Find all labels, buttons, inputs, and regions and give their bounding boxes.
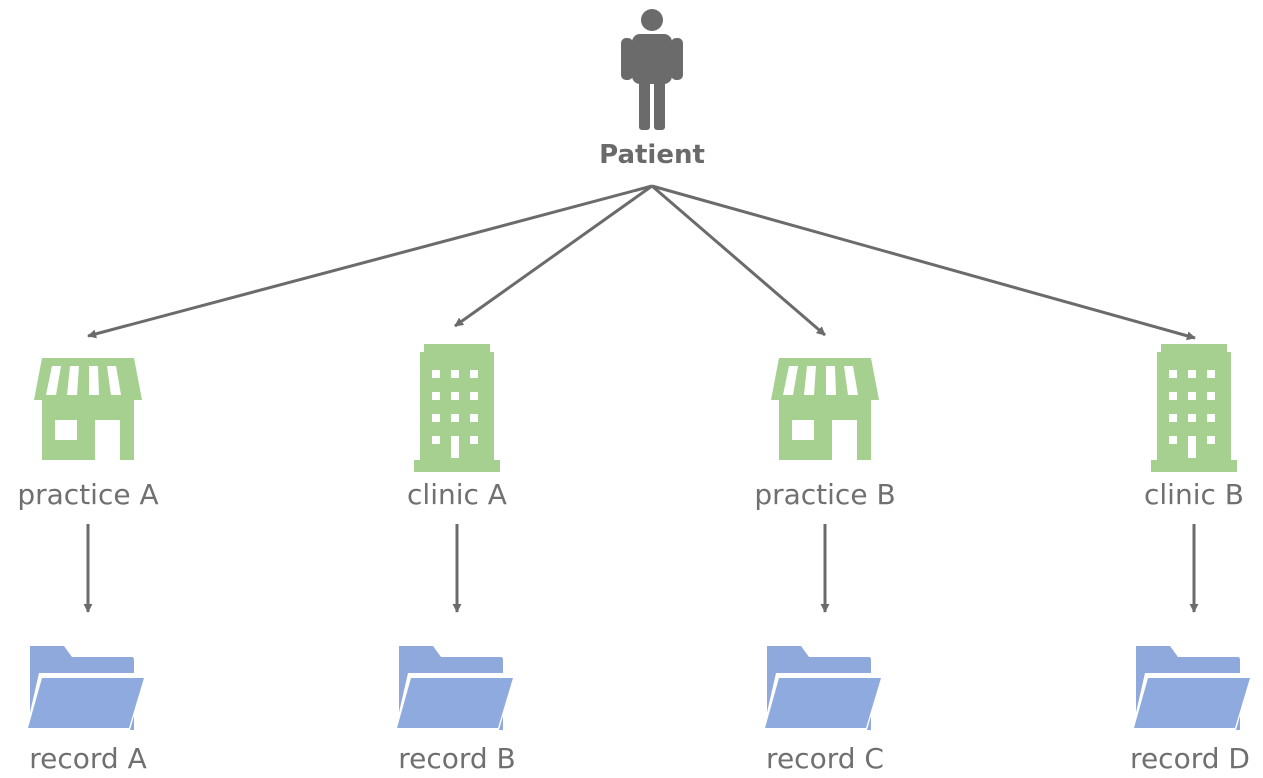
arrow-to-clinic-b xyxy=(651,184,1196,341)
storefront-icon xyxy=(771,358,879,460)
record-arrows xyxy=(83,524,1199,613)
building-icon xyxy=(1151,344,1237,472)
facility-label-practice-b: practice B xyxy=(754,478,896,511)
record-label-d: record D xyxy=(1130,742,1250,775)
folder-icon xyxy=(1132,646,1252,730)
facility-label-practice-a: practice A xyxy=(17,478,159,511)
folder-icon xyxy=(395,646,515,730)
arrow-to-practice-b xyxy=(651,184,826,337)
patient-arrows xyxy=(87,184,1196,341)
person-icon xyxy=(621,9,683,130)
record-label-a: record A xyxy=(29,742,147,775)
arrow-to-practice-a xyxy=(87,184,653,339)
folder-icon xyxy=(26,646,146,730)
record-label-c: record C xyxy=(766,742,884,775)
storefront-icon xyxy=(34,358,142,460)
facility-label-clinic-b: clinic B xyxy=(1144,478,1244,511)
facility-label-clinic-a: clinic A xyxy=(407,478,507,511)
building-icon xyxy=(414,344,500,472)
record-label-b: record B xyxy=(398,742,516,775)
patient-label: Patient xyxy=(599,140,705,170)
folder-icon xyxy=(763,646,883,730)
arrow-to-clinic-a xyxy=(454,184,653,328)
